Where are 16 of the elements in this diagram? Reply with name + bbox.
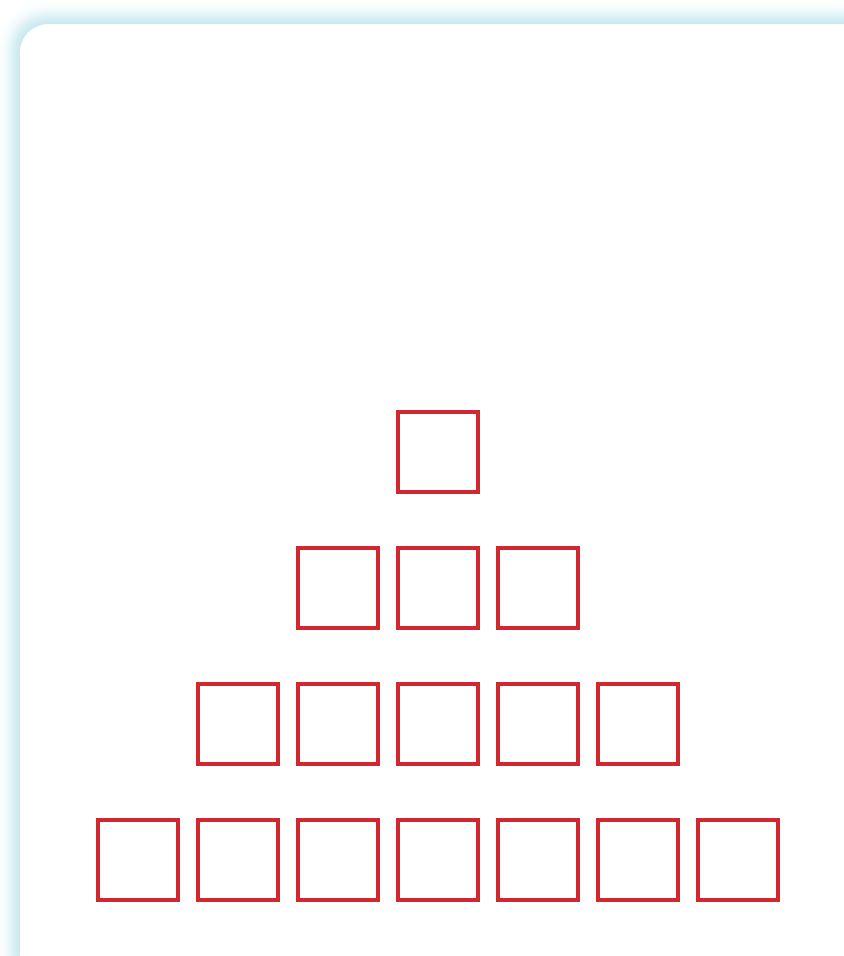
square-box (296, 546, 380, 630)
square-box (96, 818, 180, 902)
square-box (296, 818, 380, 902)
square-box (396, 546, 480, 630)
square-box (396, 682, 480, 766)
square-box (396, 818, 480, 902)
square-box (396, 410, 480, 494)
square-box (296, 682, 380, 766)
square-box (696, 818, 780, 902)
square-box (196, 818, 280, 902)
square-box (596, 682, 680, 766)
square-box (496, 682, 580, 766)
square-box (496, 546, 580, 630)
square-box (196, 682, 280, 766)
square-box (596, 818, 680, 902)
square-box (496, 818, 580, 902)
